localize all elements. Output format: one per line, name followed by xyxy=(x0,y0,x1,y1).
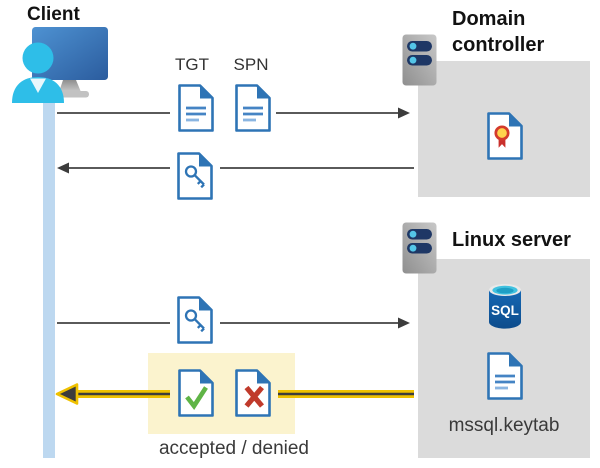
arrow-domain-controller-to-client xyxy=(57,162,414,174)
sql-badge-label: SQL xyxy=(491,303,519,318)
key-document-icon xyxy=(177,152,213,200)
keytab-file-label: mssql.keytab xyxy=(448,415,560,436)
client-computer-user-icon xyxy=(12,27,108,103)
tgt-label: TGT xyxy=(175,55,209,74)
tgt-document-icon xyxy=(178,84,214,132)
linux-server-label: Linux server xyxy=(452,229,571,251)
client-label: Client xyxy=(27,4,80,25)
keytab-file-icon xyxy=(487,352,523,400)
accepted-document-icon xyxy=(178,369,214,417)
domain-controller-server-icon xyxy=(402,34,437,86)
key-document-icon xyxy=(177,296,213,344)
spn-document-icon xyxy=(235,84,271,132)
service-request-document xyxy=(170,290,220,346)
result-caption: accepted / denied xyxy=(158,438,309,459)
ticket-request-documents xyxy=(170,80,276,136)
linux-server-icon xyxy=(402,222,437,274)
certificate-icon xyxy=(487,112,523,160)
sql-database-icon: SQL xyxy=(489,284,521,329)
ticket-response-document xyxy=(170,146,220,202)
service-response-documents xyxy=(170,362,278,422)
client-lifeline xyxy=(43,94,55,458)
domain-controller-label: Domain controller xyxy=(452,8,545,56)
denied-document-icon xyxy=(235,369,271,417)
arrow-client-to-linux-server xyxy=(57,317,410,329)
spn-label: SPN xyxy=(233,55,269,74)
